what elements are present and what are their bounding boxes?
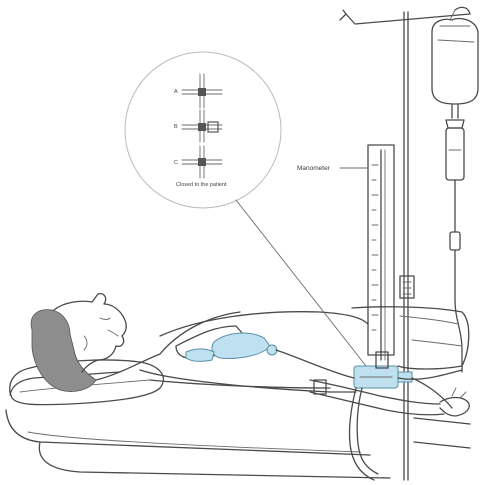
- inset-label-b: B: [174, 124, 178, 130]
- manometer: [368, 145, 414, 360]
- drip-chamber: [446, 120, 464, 372]
- stopcock-position-c: C: [174, 146, 222, 178]
- patient-hair: [31, 310, 96, 392]
- chest-port: [186, 333, 277, 361]
- stopcock-inset: A B C Closed to the patient: [125, 52, 366, 366]
- inset-caption: Closed to the patient: [176, 182, 227, 188]
- stopcock-assembly: [354, 352, 412, 388]
- stopcock-position-a: A: [174, 74, 222, 108]
- manometer-label-group: Manometer: [297, 165, 368, 172]
- inset-label-a: A: [174, 89, 178, 95]
- inset-label-c: C: [174, 160, 178, 166]
- stopcock-position-b: B: [174, 110, 222, 142]
- manometer-scale: [372, 165, 378, 330]
- iv-bag: [432, 10, 478, 118]
- manometer-label: Manometer: [297, 165, 331, 172]
